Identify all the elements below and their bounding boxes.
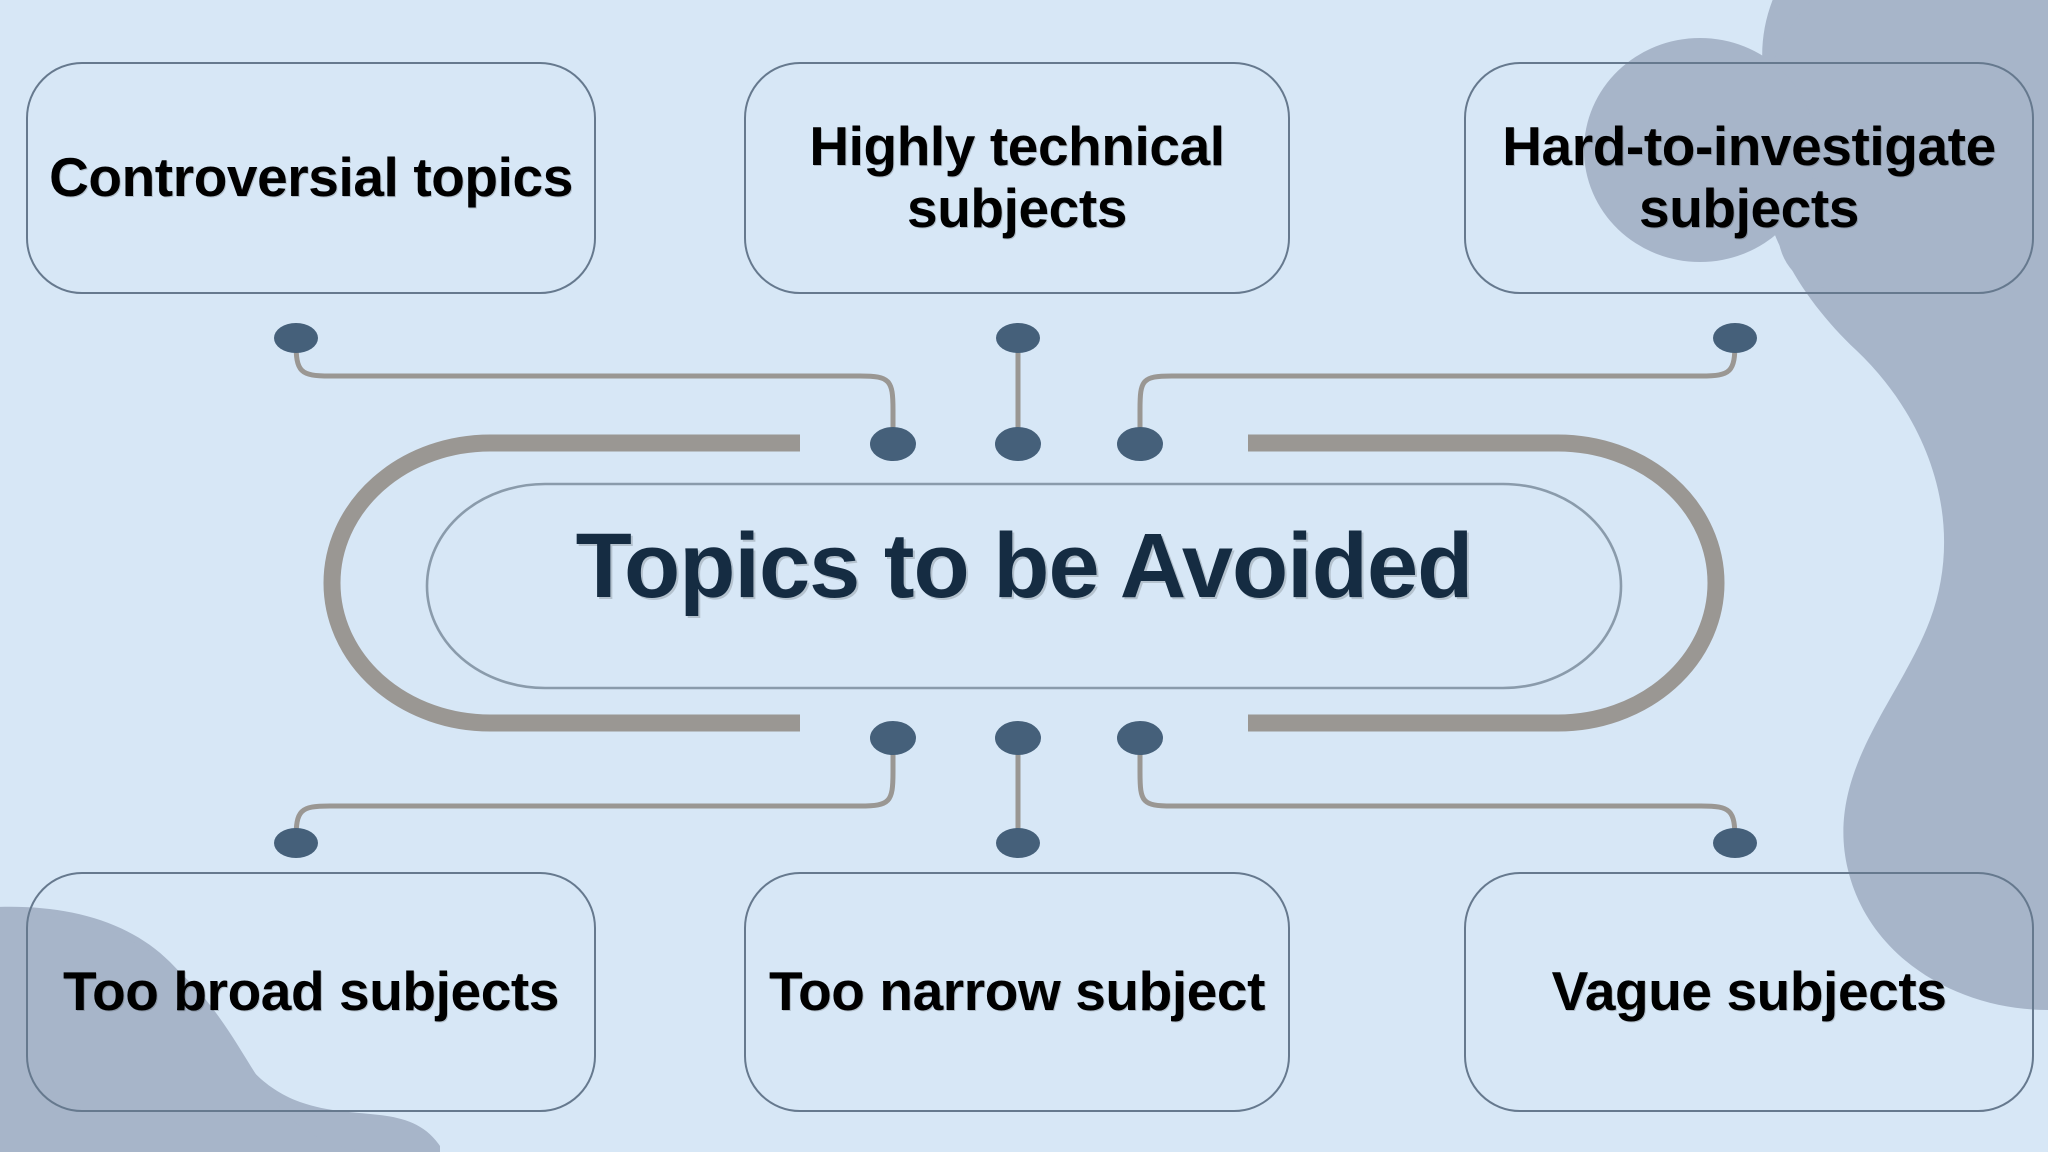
node-controversial-topics[interactable]: Controversial topics (26, 62, 596, 294)
node-too-broad-subjects[interactable]: Too broad subjects (26, 872, 596, 1112)
node-label: Too narrow subject (769, 960, 1265, 1023)
node-highly-technical-subjects[interactable]: Highly technical subjects (744, 62, 1290, 294)
node-hard-to-investigate-subjects[interactable]: Hard-to-investigate subjects (1464, 62, 2034, 294)
node-label: Hard-to-investigate subjects (1502, 115, 1996, 239)
center-node[interactable]: Topics to be Avoided (364, 496, 1684, 636)
node-label: Highly technical subjects (809, 115, 1225, 239)
node-vague-subjects[interactable]: Vague subjects (1464, 872, 2034, 1112)
center-node-label: Topics to be Avoided (575, 515, 1474, 617)
node-too-narrow-subject[interactable]: Too narrow subject (744, 872, 1290, 1112)
node-label: Controversial topics (49, 146, 573, 209)
decor-blob-bottom-left-large (0, 911, 368, 1152)
decor-circle-small (1778, 176, 1882, 288)
decor-circle-large (1584, 38, 1816, 262)
node-label: Vague subjects (1551, 960, 1947, 1023)
node-label: Too broad subjects (63, 960, 559, 1023)
